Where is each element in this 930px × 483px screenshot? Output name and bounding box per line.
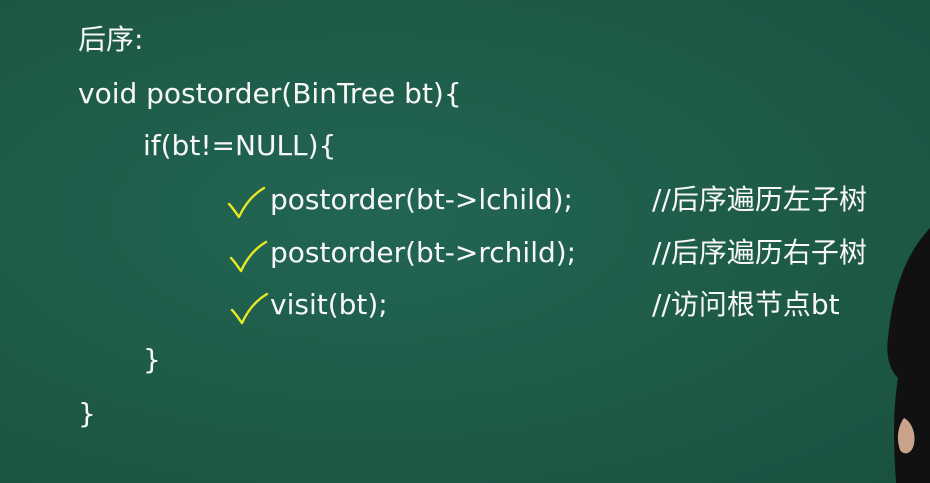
visit-call: visit(bt); [270, 288, 388, 321]
comment-visit-root: //访问根节点bt [652, 288, 840, 321]
postorder-left-call: postorder(bt->lchild); [270, 183, 573, 216]
close-if-brace: } [143, 343, 161, 376]
comment-right-subtree: //后序遍历右子树 [652, 236, 867, 269]
checkmark-icon [230, 292, 269, 325]
section-title: 后序: [78, 23, 144, 56]
if-statement: if(bt!=NULL){ [143, 129, 337, 162]
comment-left-subtree: //后序遍历左子树 [652, 183, 867, 216]
function-signature: void postorder(BinTree bt){ [78, 77, 462, 110]
presenter-silhouette [887, 228, 930, 483]
postorder-right-call: postorder(bt->rchild); [270, 236, 577, 269]
close-function-brace: } [78, 397, 96, 430]
checkmark-icon [227, 186, 266, 219]
checkmark-icon [229, 240, 268, 273]
